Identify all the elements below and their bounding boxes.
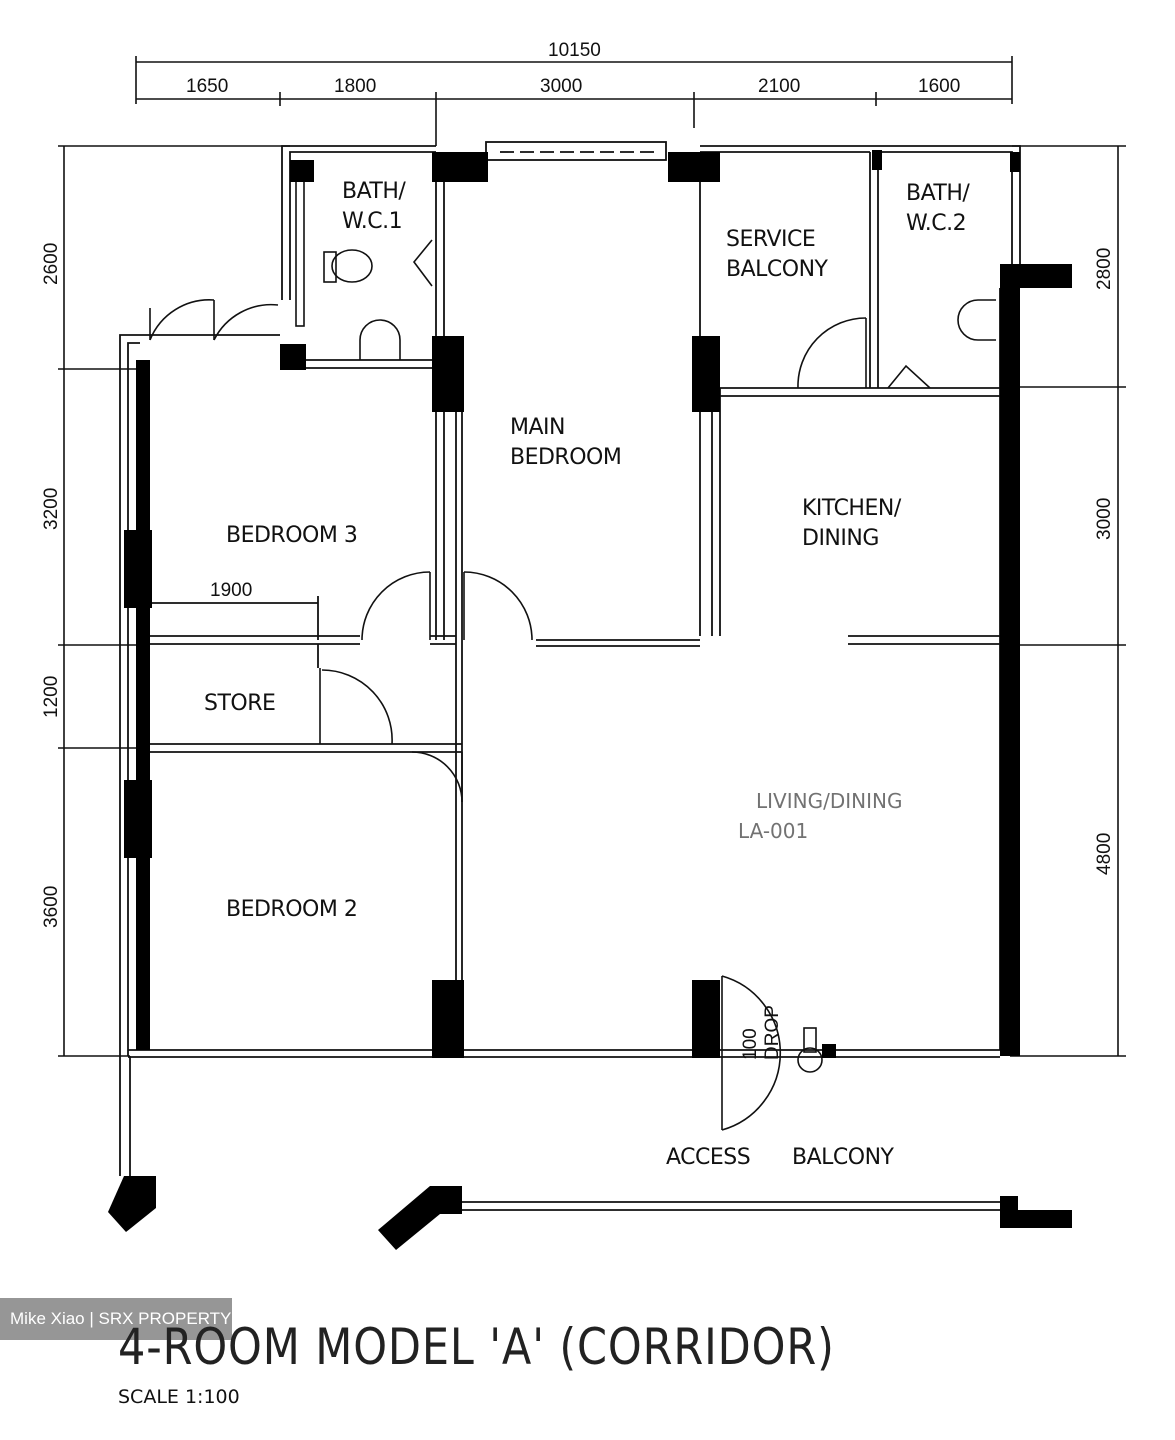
inner-dim-1900: 1900 bbox=[210, 580, 252, 601]
living-dining-label-line1: LIVING/DINING bbox=[756, 789, 902, 813]
left-dim-2: 3200 bbox=[41, 488, 62, 530]
left-dim-3: 1200 bbox=[41, 676, 62, 718]
bedroom3-label: BEDROOM 3 bbox=[226, 523, 357, 548]
right-dim-1: 2800 bbox=[1094, 248, 1115, 290]
bath2-label-line1: BATH/ bbox=[906, 181, 970, 206]
bedroom2-label: BEDROOM 2 bbox=[226, 897, 357, 922]
service-balcony-label-line2: BALCONY bbox=[726, 257, 829, 282]
bath1-label-line2: W.C.1 bbox=[342, 209, 402, 234]
main-bedroom-label-line2: BEDROOM bbox=[510, 445, 621, 470]
access-label: ACCESS bbox=[666, 1145, 750, 1170]
plan-title: 4-ROOM MODEL 'A' (CORRIDOR) bbox=[118, 1318, 835, 1376]
living-dining-label-line2: LA-001 bbox=[738, 819, 808, 843]
drop-label-line1: 100 bbox=[740, 1028, 761, 1060]
left-dim-1: 2600 bbox=[41, 243, 62, 285]
top-dim-2: 1800 bbox=[334, 76, 376, 97]
overall-width-dim: 10150 bbox=[548, 40, 601, 61]
kitchen-dining-label-line1: KITCHEN/ bbox=[802, 496, 902, 521]
top-dim-3: 3000 bbox=[540, 76, 582, 97]
right-dim-2: 3000 bbox=[1094, 498, 1115, 540]
watermark: Mike Xiao | SRX PROPERTY bbox=[0, 1298, 232, 1340]
left-dim-4: 3600 bbox=[41, 886, 62, 928]
plan-scale: SCALE 1:100 bbox=[118, 1386, 240, 1408]
drop-label-line2: DROP bbox=[762, 1005, 783, 1060]
top-dim-5: 1600 bbox=[918, 76, 960, 97]
balcony-label: BALCONY bbox=[792, 1145, 895, 1170]
top-dim-1: 1650 bbox=[186, 76, 228, 97]
bath1-label-line1: BATH/ bbox=[342, 179, 406, 204]
top-dim-4: 2100 bbox=[758, 76, 800, 97]
service-balcony-label-line1: SERVICE bbox=[726, 227, 815, 252]
store-label: STORE bbox=[204, 691, 275, 716]
kitchen-dining-label-line2: DINING bbox=[802, 526, 879, 551]
right-dim-3: 4800 bbox=[1094, 833, 1115, 875]
main-bedroom-label-line1: MAIN bbox=[510, 415, 565, 440]
bath2-label-line2: W.C.2 bbox=[906, 211, 966, 236]
